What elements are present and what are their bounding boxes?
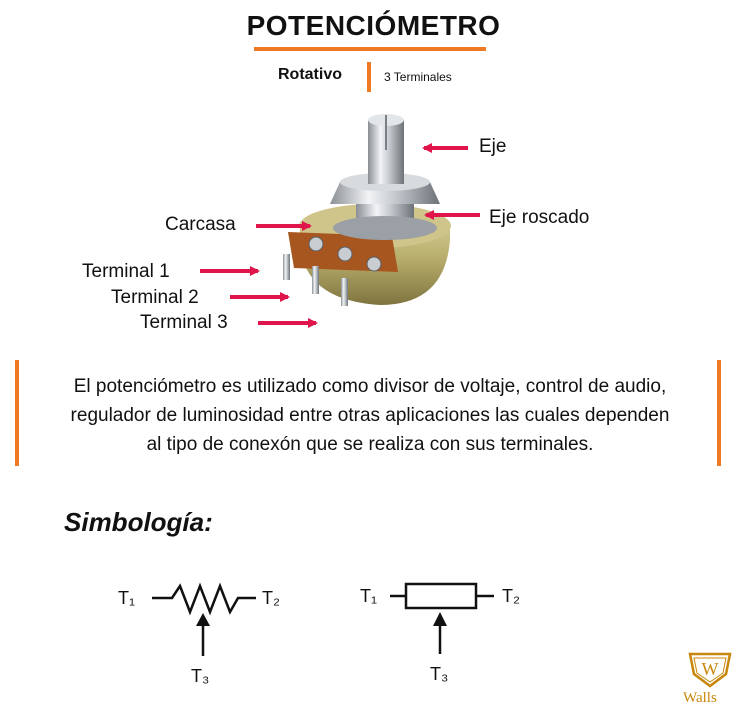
symbol2-t3: T₃ xyxy=(430,664,449,684)
terminal-board xyxy=(283,232,398,306)
description-line: regulador de luminosidad entre otras apl… xyxy=(70,405,670,426)
potentiometer-illustration xyxy=(200,114,480,328)
description-text: El potenciómetro es utilizado como divis… xyxy=(30,372,710,459)
walls-logo-text: Walls xyxy=(683,690,717,706)
symbol1-t1: T₁ xyxy=(118,588,136,608)
subtitle-divider xyxy=(367,62,371,92)
symbology-heading: Simbología: xyxy=(64,507,213,537)
label-terminal-2: Terminal 2 xyxy=(111,287,199,308)
label-eje-roscado: Eje roscado xyxy=(489,207,590,228)
threaded-shaft xyxy=(330,173,440,240)
description-line: al tipo de conexón que se realiza con su… xyxy=(146,434,594,455)
label-carcasa: Carcasa xyxy=(165,214,236,235)
zigzag-potentiometer-symbol xyxy=(152,582,256,656)
label-terminal-3: Terminal 3 xyxy=(140,312,228,333)
symbol2-t1: T₁ xyxy=(360,586,378,606)
symbol1-t3: T₃ xyxy=(191,666,210,686)
subtitle-type: Rotativo xyxy=(278,66,342,83)
logo-letter: W xyxy=(702,659,719,679)
title-underline xyxy=(254,47,486,51)
rectangle-potentiometer-symbol xyxy=(390,582,494,654)
shaft xyxy=(368,114,404,184)
label-terminal-1: Terminal 1 xyxy=(82,261,170,282)
subtitle-terminals: 3 Terminales xyxy=(384,70,452,84)
label-eje: Eje xyxy=(479,136,507,157)
description-bar-left xyxy=(15,360,19,466)
description-line: El potenciómetro es utilizado como divis… xyxy=(73,376,667,397)
symbol2-t2: T₂ xyxy=(502,586,520,606)
walls-logo-icon: W xyxy=(688,652,732,688)
page-title: POTENCIÓMETRO xyxy=(246,10,501,41)
description-bar-right xyxy=(717,360,721,466)
symbol1-t2: T₂ xyxy=(262,588,280,608)
